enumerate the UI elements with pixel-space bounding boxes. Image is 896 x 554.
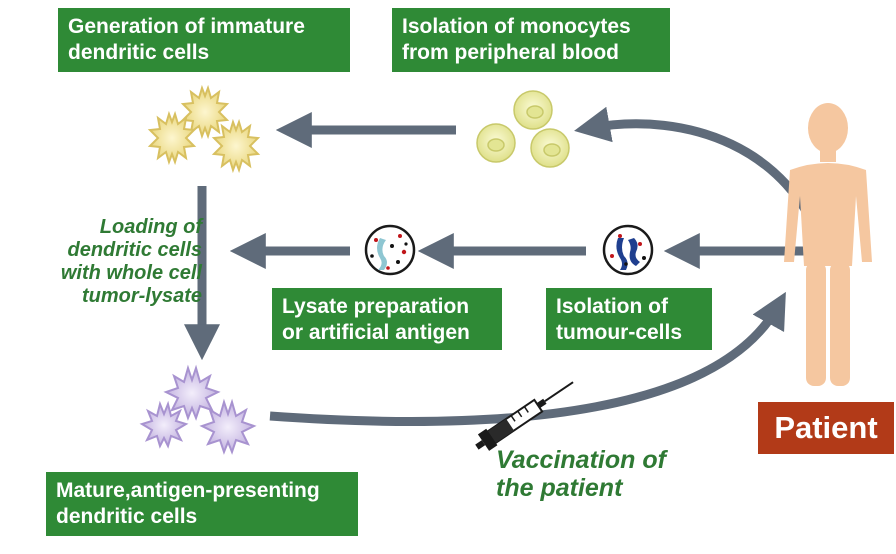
step-isolation-monocytes-box: Isolation of monocytes from peripheral b… — [392, 8, 670, 72]
vaccination-label: Vaccination of the patient — [496, 446, 666, 502]
human-figure-icon — [784, 103, 872, 386]
mature-dendritic-cell-icon — [139, 364, 257, 455]
step-mature-dc-box: Mature,antigen-presenting dendritic cell… — [46, 472, 358, 536]
step-generation-box: Generation of immature dendritic cells — [58, 8, 350, 72]
step-tumour-cells-box: Isolation of tumour-cells — [546, 288, 712, 350]
lysate-cell-icon — [364, 224, 416, 276]
patient-badge: Patient — [758, 402, 894, 454]
tumour-cell-icon — [602, 224, 654, 276]
step-lysate-box: Lysate preparation or artificial antigen — [272, 288, 502, 350]
loading-label: Loading of dendritic cells with whole ce… — [60, 216, 202, 307]
arrow-vaccination — [269, 291, 786, 426]
immature-dendritic-cell-icon — [147, 84, 261, 174]
monocyte-icon — [476, 90, 570, 168]
syringe-icon — [475, 381, 574, 451]
